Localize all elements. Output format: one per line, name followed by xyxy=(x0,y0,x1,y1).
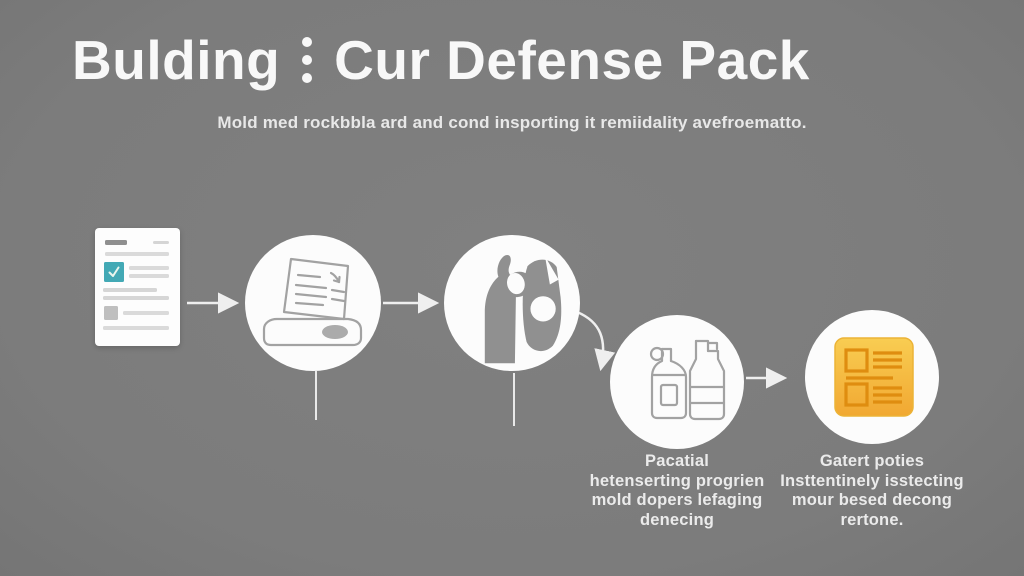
vertical-dots-icon xyxy=(300,37,314,83)
page-title: Bulding Cur Defense Pack xyxy=(72,28,810,92)
protective-gloves-icon xyxy=(484,254,562,364)
checklist-document-icon xyxy=(95,228,180,346)
laptop-step-circle xyxy=(245,235,381,371)
caption-bottles: Pacatial hetenserting progrien mold dope… xyxy=(589,452,765,529)
title-right: Cur Defense Pack xyxy=(334,29,810,91)
title-left: Bulding xyxy=(72,29,281,91)
report-step-circle xyxy=(805,310,939,444)
gloves-step-circle xyxy=(444,235,580,371)
cleaning-bottles-icon xyxy=(649,339,726,421)
checkmark-icon xyxy=(104,262,124,282)
report-card-icon xyxy=(834,337,914,417)
caption-cards: Gatert poties Insttentinely isstecting m… xyxy=(780,452,964,529)
curved-arrow-hands-to-bottles xyxy=(576,310,616,372)
laptop-icon xyxy=(262,257,363,347)
subtitle: Mold med rockbbla ard and cond insportin… xyxy=(217,113,807,132)
bottles-step-circle xyxy=(610,315,744,449)
